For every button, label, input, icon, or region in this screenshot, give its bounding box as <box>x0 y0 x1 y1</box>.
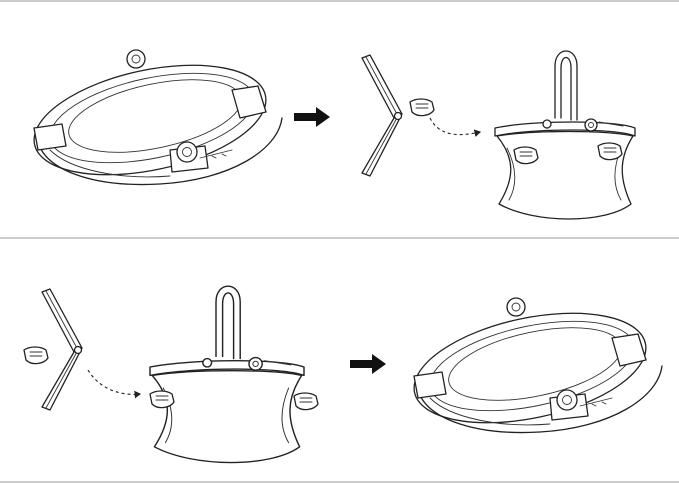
arrow-right-icon <box>350 354 386 374</box>
hinge-frame-icon <box>41 288 83 411</box>
hand-icon <box>23 346 49 365</box>
hand-icon <box>149 390 175 409</box>
open-basket-top <box>494 50 636 220</box>
hand-icon <box>597 142 623 161</box>
folded-basket-bottom <box>403 293 663 443</box>
arrow-right-icon <box>294 107 330 127</box>
folded-basket-top <box>23 45 283 195</box>
dashed-arrow-icon <box>429 117 482 137</box>
dashed-arrow-icon <box>87 369 142 399</box>
open-basket-bottom <box>149 285 305 464</box>
hand-icon <box>409 98 435 117</box>
hand-icon <box>293 392 319 411</box>
hinge-frame-icon <box>361 54 403 177</box>
hand-icon <box>513 146 539 165</box>
